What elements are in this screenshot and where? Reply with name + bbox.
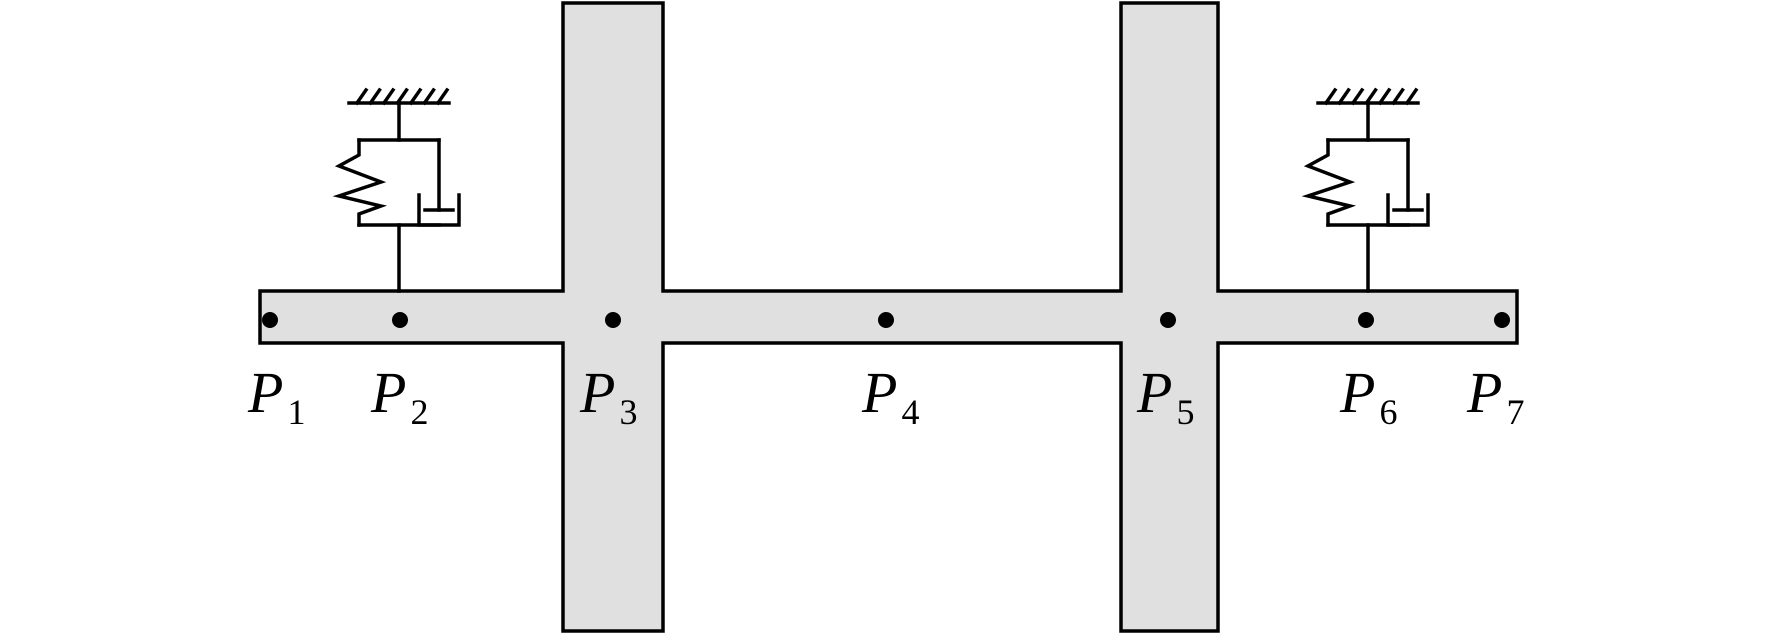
support-left-ground-hatch <box>435 87 450 106</box>
support-right-ground-hatch <box>1404 87 1419 106</box>
node-dot-p4 <box>878 312 894 328</box>
node-label-subscript: 4 <box>901 392 919 432</box>
support-left-ground-hatch <box>408 87 423 106</box>
support-left-spring <box>332 138 388 227</box>
support-right-damper-cup <box>1386 193 1430 227</box>
node-label-letter: P <box>861 360 897 425</box>
node-label-letter: P <box>1136 360 1172 425</box>
node-label-subscript: 7 <box>1506 392 1524 432</box>
support-right-ground-hatch <box>1391 87 1405 106</box>
support-left-ground-hatch <box>395 87 409 106</box>
support-left-damper-cup <box>417 193 461 227</box>
node-dot-p2 <box>392 312 408 328</box>
node-dot-p3 <box>605 312 621 328</box>
support-right-ground-hatch <box>1364 87 1378 106</box>
node-label-letter: P <box>579 360 615 425</box>
support-right <box>1301 87 1430 293</box>
node-label-subscript: 2 <box>410 392 428 432</box>
node-dot-p5 <box>1160 312 1176 328</box>
support-left-ground-hatch <box>368 87 382 106</box>
support-right-spring <box>1301 138 1357 227</box>
node-label-subscript: 1 <box>287 392 305 432</box>
support-left-ground-hatch <box>381 87 396 106</box>
support-left <box>332 87 461 293</box>
support-right-ground-hatch <box>1323 87 1338 106</box>
support-left-ground-hatch <box>422 87 436 106</box>
node-label-letter: P <box>1339 360 1375 425</box>
node-dot-p6 <box>1358 312 1374 328</box>
node-dot-p7 <box>1494 312 1510 328</box>
support-right-ground-hatch <box>1337 87 1351 106</box>
node-points <box>262 312 1510 328</box>
node-label-letter: P <box>247 360 283 425</box>
node-label-letter: P <box>370 360 406 425</box>
support-left-ground-hatch <box>354 87 369 106</box>
support-right-ground-hatch <box>1350 87 1365 106</box>
node-label-subscript: 6 <box>1379 392 1397 432</box>
node-dot-p1 <box>262 312 278 328</box>
node-label-subscript: 5 <box>1176 392 1194 432</box>
node-label-letter: P <box>1466 360 1502 425</box>
support-right-ground-hatch <box>1377 87 1392 106</box>
node-label-subscript: 3 <box>619 392 637 432</box>
